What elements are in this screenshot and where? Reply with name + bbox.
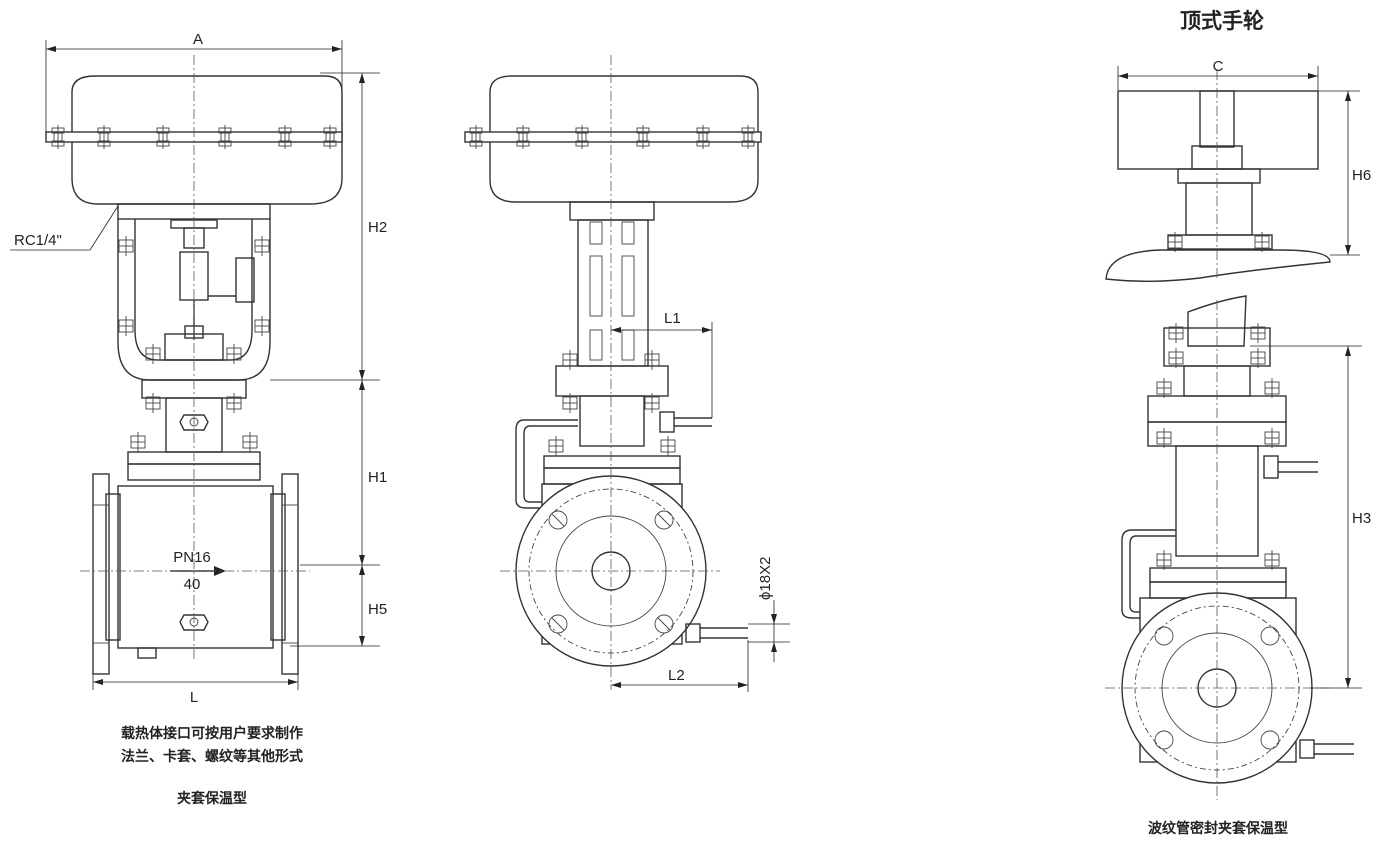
dim-a-label: A — [193, 31, 203, 48]
dim-l2-label: L2 — [668, 667, 685, 684]
bellows-jacket-dimensions — [1250, 345, 1362, 689]
left-caption: 夹套保温型 — [177, 790, 247, 807]
note-line-1: 载热体接口可按用户要求制作 — [121, 725, 303, 742]
port-label: RC1/4" — [14, 232, 62, 249]
dim-h2-label: H2 — [368, 219, 387, 236]
note-line-2: 法兰、卡套、螺纹等其他形式 — [121, 748, 303, 765]
size-mark: 40 — [184, 576, 201, 593]
dim-c-label: C — [1213, 58, 1224, 75]
front-view — [45, 55, 343, 675]
side-view-dimensions — [611, 322, 790, 692]
dim-h1-label: H1 — [368, 469, 387, 486]
front-view-dimensions — [10, 40, 380, 690]
dim-h3-label: H3 — [1352, 510, 1371, 527]
pressure-mark: PN16 — [173, 549, 211, 566]
bolt-hole-label: ϕ18X2 — [757, 557, 774, 600]
dim-h5-label: H5 — [368, 601, 387, 618]
right-caption: 波纹管密封夹套保温型 — [1148, 820, 1288, 837]
dim-l1-label: L1 — [664, 310, 681, 327]
dim-l-label: L — [190, 689, 198, 706]
top-handwheel-view — [1105, 70, 1331, 282]
dim-h6-label: H6 — [1352, 167, 1371, 184]
side-view — [464, 55, 762, 690]
bellows-jacket-view — [1105, 295, 1354, 800]
handwheel-title: 顶式手轮 — [1180, 9, 1264, 33]
top-handwheel-dimensions — [1117, 66, 1360, 256]
